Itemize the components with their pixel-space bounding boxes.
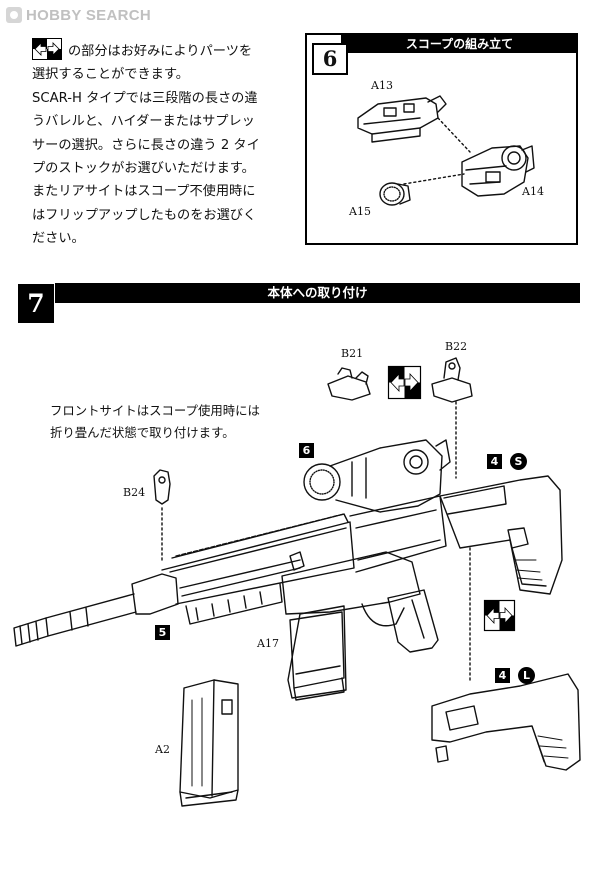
- b24-front-sight-drawing: [153, 469, 171, 505]
- intro-line: はフリップアップしたものをお選びく: [32, 207, 257, 223]
- ref-badge-step5: 5: [155, 625, 170, 640]
- choice-arrows-icon: [32, 38, 62, 60]
- stock-choice-icon: [483, 599, 516, 632]
- rifle-drawing: [13, 475, 563, 701]
- hobbysearch-logo: HOBBY SEARCH: [6, 5, 151, 25]
- step7-title: 本体への取り付け: [55, 283, 580, 303]
- ref-badge-stock-short-letter: S: [510, 453, 527, 470]
- long-stock-drawing: [431, 673, 581, 771]
- sight-choice-icon: [387, 365, 422, 400]
- a15-lens-cap-drawing: [379, 182, 411, 206]
- hobbysearch-logo-icon: [6, 7, 22, 23]
- step6-frame: [305, 33, 578, 245]
- part-label-a13: A13: [371, 79, 393, 92]
- front-sight-note: フロントサイトはスコープ使用時には 折り畳んだ状態で取り付けます。: [50, 400, 290, 444]
- intro-line: 選択することができます。: [32, 67, 189, 83]
- ref-badge-stock-short-step: 4: [487, 454, 502, 469]
- ref-badge-stock-long-letter: L: [518, 667, 535, 684]
- b21-rear-sight-drawing: [327, 367, 371, 401]
- note-line: フロントサイトはスコープ使用時には: [50, 403, 260, 418]
- intro-line: プのストックがお選びいただけます。: [32, 161, 255, 177]
- b22-rear-sight-drawing: [431, 357, 473, 403]
- a15-to-a14-guide: [403, 173, 465, 185]
- intro-text: の部分はお好みによりパーツを 選択することができます。 SCAR-H タイプでは…: [32, 38, 287, 251]
- part-label-b24: B24: [123, 486, 146, 499]
- part-label-b22: B22: [445, 340, 468, 353]
- part-label-a2: A2: [155, 743, 170, 756]
- part-label-b21: B21: [341, 347, 364, 360]
- step6-title: スコープの組み立て: [341, 35, 578, 53]
- a13-to-a14-guide: [437, 117, 471, 153]
- note-line: 折り畳んだ状態で取り付けます。: [50, 425, 235, 440]
- a13-scope-mount-drawing: [357, 95, 447, 143]
- intro-line: うバレルと、ハイダーまたはサプレッ: [32, 114, 255, 130]
- logo-text: HOBBY SEARCH: [26, 6, 152, 24]
- intro-line: またリアサイトはスコープ不使用時に: [32, 184, 256, 200]
- intro-line-1: の部分はお好みによりパーツを: [32, 38, 287, 63]
- a14-scope-body-drawing: [461, 145, 535, 197]
- a2-magazine-drawing: [179, 679, 239, 807]
- intro-line-1-text: の部分はお好みによりパーツを: [68, 44, 253, 59]
- part-label-a14: A14: [522, 185, 544, 198]
- ref-badge-stock-long-step: 4: [495, 668, 510, 683]
- intro-line: ださい。: [32, 231, 85, 247]
- part-label-a15: A15: [349, 205, 371, 218]
- step6-number: 6: [312, 43, 348, 75]
- intro-line: SCAR-H タイプでは三段階の長さの違: [32, 90, 258, 106]
- ref-badge-step6: 6: [299, 443, 314, 458]
- mounted-scope-drawing: [303, 439, 451, 513]
- step7-number: 7: [18, 284, 54, 323]
- intro-line: サーの選択。さらに長さの違う 2 タイ: [32, 137, 260, 153]
- part-label-a17: A17: [257, 637, 279, 650]
